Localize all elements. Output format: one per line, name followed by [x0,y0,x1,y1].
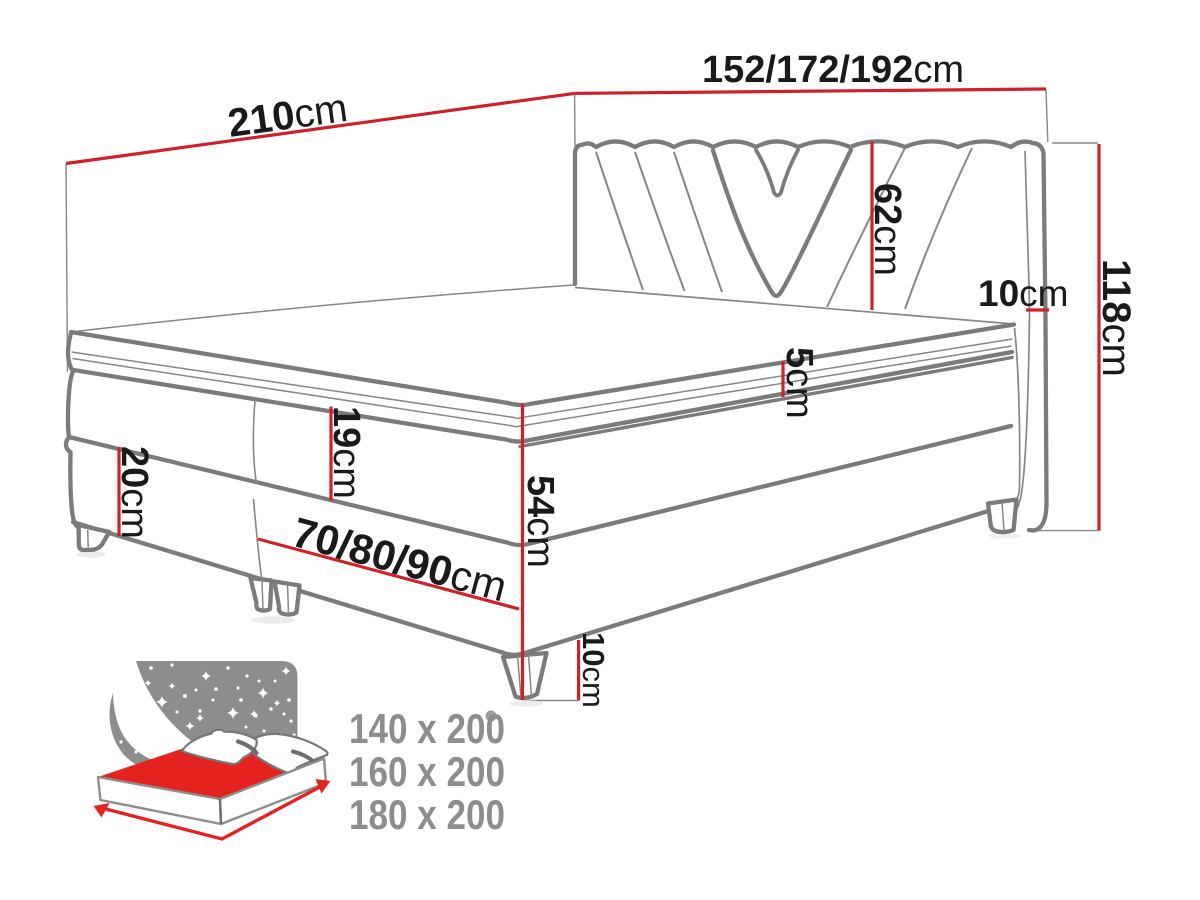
svg-text:152/172/192cm: 152/172/192cm [702,49,964,91]
svg-text:160 x 200: 160 x 200 [349,748,505,795]
svg-text:54cm: 54cm [519,475,561,568]
svg-text:140 x 200: 140 x 200 [349,705,505,752]
svg-text:10cm: 10cm [576,632,611,708]
svg-text:19cm: 19cm [325,406,367,499]
svg-text:5cm: 5cm [778,347,820,419]
svg-text:20cm: 20cm [113,446,155,539]
svg-text:62cm: 62cm [866,183,908,276]
svg-text:210cm: 210cm [225,86,350,146]
svg-text:10cm: 10cm [978,273,1068,314]
svg-text:118cm: 118cm [1094,259,1138,377]
svg-text:180 x 200: 180 x 200 [349,791,505,838]
